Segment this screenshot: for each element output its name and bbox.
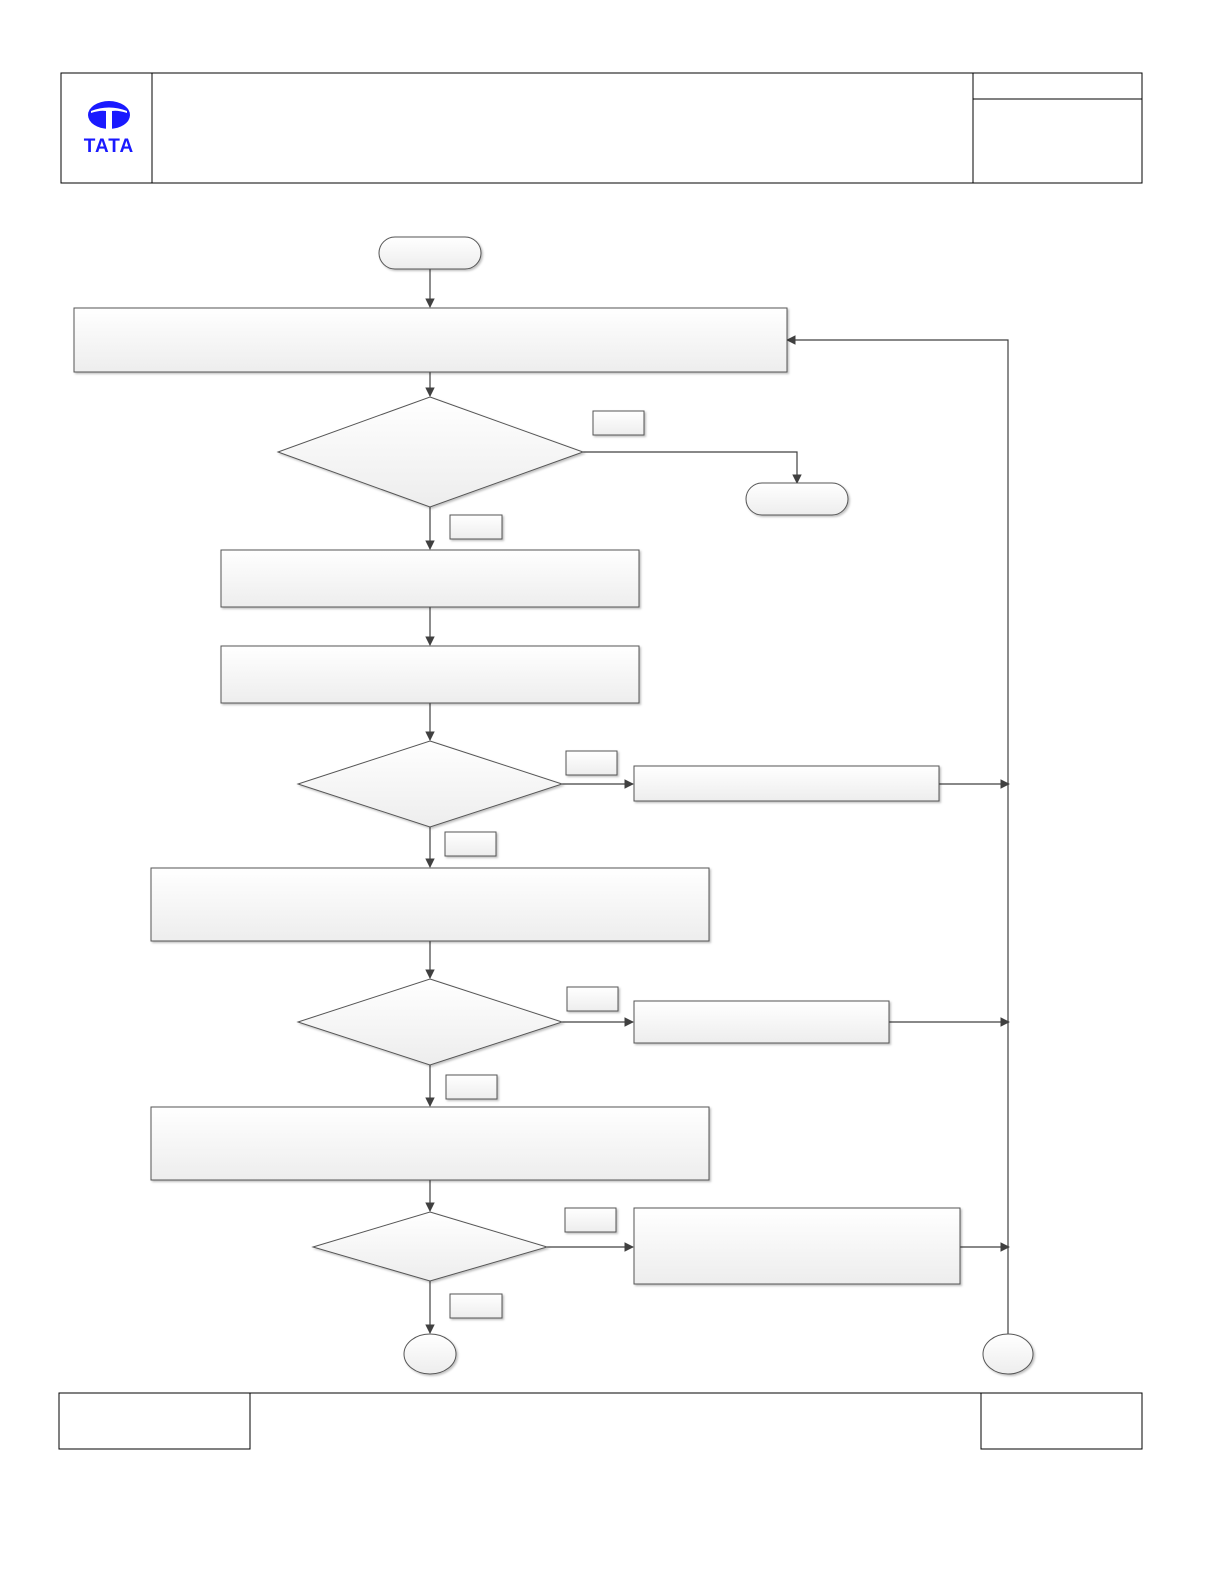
footer-box-right	[980, 1392, 1143, 1450]
tata-logo: TATA	[84, 101, 134, 157]
off-page-connector-return	[982, 1333, 1034, 1375]
footer-frame	[58, 1392, 1143, 1450]
connector-loop-back-to-step1	[786, 335, 1009, 1334]
tata-emblem-icon	[88, 101, 130, 130]
decision-4-branch-label-down	[449, 1293, 503, 1319]
side-process-2	[633, 1000, 890, 1044]
connector-decision1-to-end	[583, 451, 802, 484]
decision-2-branch-label-down	[444, 831, 497, 857]
process-step-5	[150, 1106, 710, 1181]
process-step-1	[73, 307, 788, 373]
decision-3-branch-label-right	[566, 986, 619, 1012]
decision-1-branch-label-right	[592, 410, 645, 436]
off-page-connector-continue	[403, 1333, 457, 1375]
decision-2	[296, 740, 564, 828]
decision-3	[296, 978, 564, 1066]
process-step-2	[220, 549, 640, 608]
decision-3-branch-label-down	[445, 1074, 498, 1100]
side-process-3	[633, 1207, 961, 1285]
header-frame	[60, 72, 1143, 184]
header-outline	[60, 72, 1143, 184]
decision-4-branch-label-right	[564, 1207, 617, 1233]
decision-1-branch-label-down	[449, 514, 503, 540]
end-terminator	[745, 482, 849, 516]
process-step-4	[150, 867, 710, 942]
process-step-3	[220, 645, 640, 704]
start-terminator	[378, 236, 482, 270]
tata-logo-text: TATA	[84, 136, 134, 157]
decision-2-branch-label-right	[565, 750, 618, 776]
connectors	[425, 269, 1010, 1334]
decision-1	[276, 396, 585, 508]
nodes	[73, 236, 1034, 1375]
footer-box-left	[58, 1392, 251, 1450]
decision-4	[311, 1211, 549, 1282]
side-process-1	[633, 765, 940, 802]
